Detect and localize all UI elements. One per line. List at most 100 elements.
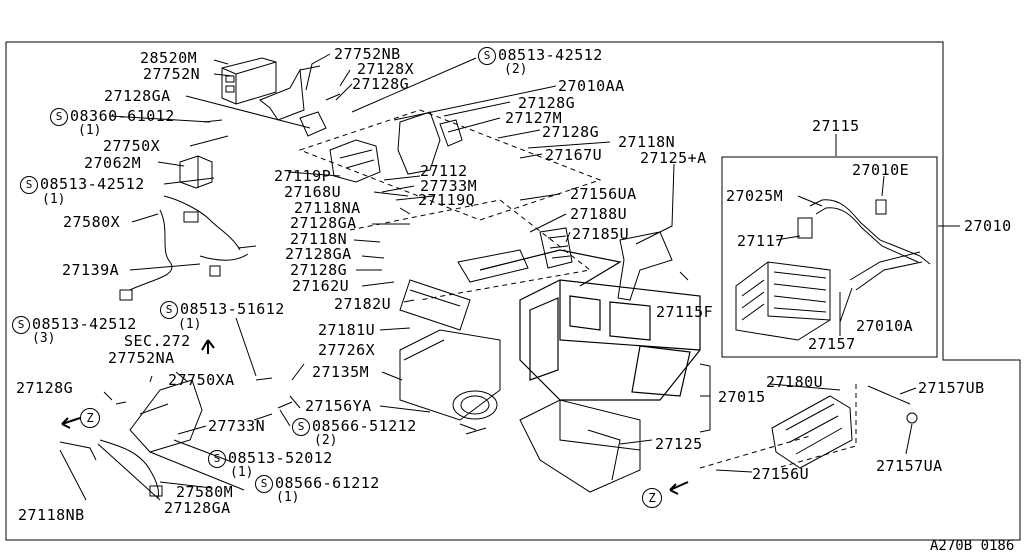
part-label: 27580M: [176, 483, 234, 501]
evaporator: [735, 261, 831, 341]
part-label: 27135M: [312, 363, 370, 381]
part-label: 08566-51212: [312, 417, 417, 435]
part-label: 08360-61012: [70, 107, 175, 125]
part-label: 27118N: [290, 230, 348, 248]
part-label: 27128G: [290, 261, 348, 279]
part-label: 27128G: [542, 123, 600, 141]
part-label: 27188U: [570, 205, 628, 223]
screw-symbol: S: [160, 301, 178, 319]
part-label: 27733N: [208, 417, 266, 435]
quantity-note: (1): [178, 317, 202, 332]
part-label: 27156UA: [570, 185, 637, 203]
quantity-note: (3): [32, 331, 56, 346]
part-label: 27062M: [84, 154, 142, 172]
part-label: 27182U: [334, 295, 392, 313]
part-label: 27752NA: [108, 349, 175, 367]
view-reference-mark: Z: [80, 408, 100, 428]
quantity-note: (1): [230, 465, 254, 480]
part-label: 27125: [655, 435, 703, 453]
part-label: 27117: [737, 232, 785, 250]
part-label: 27128G: [16, 379, 74, 397]
leader-lines: [59, 53, 960, 501]
part-label: 27156YA: [305, 397, 372, 415]
part-label: 27010E: [852, 161, 910, 179]
screw-symbol: S: [50, 108, 68, 126]
quantity-note: (2): [314, 433, 338, 448]
part-label: 08513-52012: [228, 449, 333, 467]
part-label: 27750X: [103, 137, 161, 155]
part-label: 27128GA: [285, 245, 352, 263]
bracket: [259, 68, 305, 121]
heater-unit: [479, 249, 701, 401]
part-label: 27157: [808, 335, 856, 353]
screw-symbol: S: [12, 316, 30, 334]
part-label: 27168U: [284, 183, 342, 201]
part-label: 27733M: [420, 177, 478, 195]
part-label: 27157UB: [918, 379, 985, 397]
part-label: 27580X: [63, 213, 121, 231]
diagram-code: A270B 0186: [930, 538, 1015, 554]
part-label: 27119Q: [418, 191, 476, 209]
arrow-z-right: [669, 481, 689, 495]
part-label: 27010: [964, 217, 1012, 235]
screws: [59, 93, 487, 461]
cover-panel: [771, 395, 853, 469]
part-label: 27181U: [318, 321, 376, 339]
harness: [119, 195, 249, 301]
part-label: 27010AA: [558, 77, 625, 95]
pipes: [809, 199, 931, 291]
part-label: 27115F: [656, 303, 714, 321]
part-label: 08513-42512: [32, 315, 137, 333]
screw-symbol: S: [292, 418, 310, 436]
screw-symbol: S: [208, 450, 226, 468]
part-label: SEC.272: [124, 332, 191, 350]
part-label: 27180U: [766, 373, 824, 391]
part-label: 27112: [420, 162, 468, 180]
part-label: 27157UA: [876, 457, 943, 475]
part-label: 27025M: [726, 187, 784, 205]
arrow-z-left: [61, 417, 81, 429]
part-label: 27118NA: [294, 199, 361, 217]
group-outline: [298, 109, 857, 471]
part-label: 27156U: [752, 465, 810, 483]
part-label: 27115: [812, 117, 860, 135]
inset-box: [721, 156, 938, 358]
part-label: 27128G: [518, 94, 576, 112]
part-label: 27118N: [618, 133, 676, 151]
part-label: 27015: [718, 388, 766, 406]
frame-border: [5, 41, 1021, 541]
part-label: 27128GA: [290, 214, 357, 232]
quantity-note: (1): [78, 123, 102, 138]
part-label: 27010A: [856, 317, 914, 335]
part-label: 27128G: [352, 75, 410, 93]
view-reference-mark: Z: [642, 488, 662, 508]
part-label: 08513-51612: [180, 300, 285, 318]
part-label: 27162U: [292, 277, 350, 295]
part-label: 27127M: [505, 109, 563, 127]
quantity-note: (1): [42, 192, 66, 207]
part-label: 27128GA: [164, 499, 231, 517]
blower-housing: [399, 329, 501, 421]
part-label: 08566-61212: [275, 474, 380, 492]
lower-case: [519, 399, 641, 493]
part-label: 28520M: [140, 49, 198, 67]
screw-symbol: S: [20, 176, 38, 194]
part-label: 27752NB: [334, 45, 401, 63]
part-label: 27125+A: [640, 149, 707, 167]
screw-symbol: S: [255, 475, 273, 493]
part-label: 27752N: [143, 65, 201, 83]
part-label: 08513-42512: [498, 46, 603, 64]
part-label: 27139A: [62, 261, 120, 279]
part-label: 27167U: [545, 146, 603, 164]
screw-symbol: S: [478, 47, 496, 65]
part-label: 27185U: [572, 225, 630, 243]
part-label: 27128GA: [104, 87, 171, 105]
quantity-note: (2): [504, 62, 528, 77]
arrow-sec272: [201, 339, 215, 354]
part-label: 08513-42512: [40, 175, 145, 193]
part-label: 27119P: [274, 167, 332, 185]
part-label: 27118NB: [18, 506, 85, 524]
part-label: 27750XA: [168, 371, 235, 389]
